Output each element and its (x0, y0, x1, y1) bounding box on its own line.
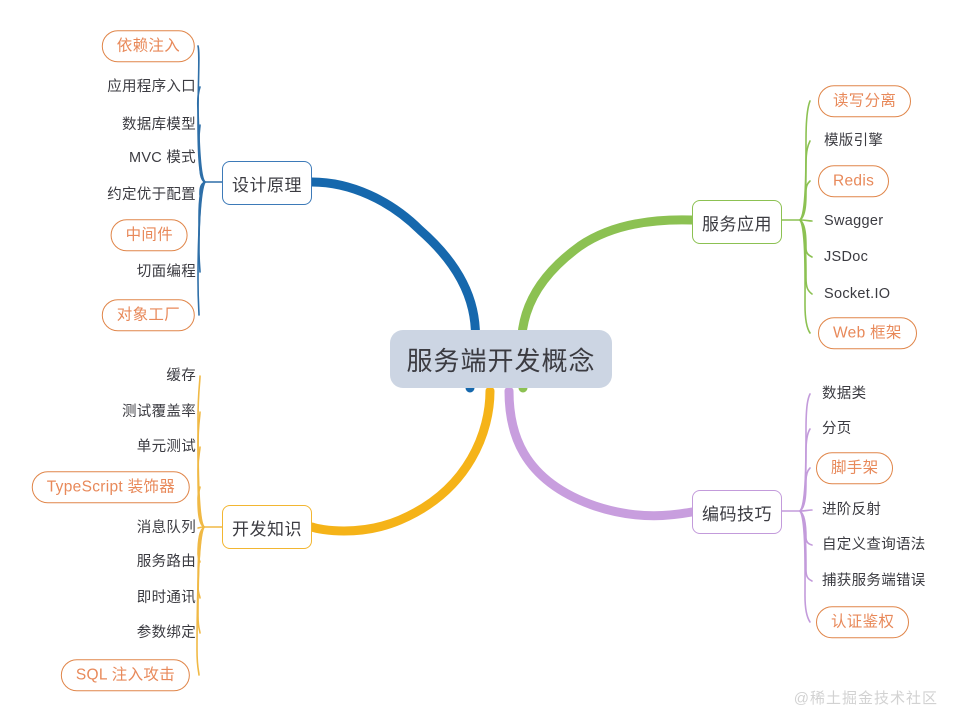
leaf-label[interactable]: 服务路由 (136, 553, 196, 570)
leaf-pill[interactable]: 依赖注入 (101, 30, 195, 62)
leaf-pill[interactable]: 读写分离 (818, 85, 912, 117)
trunk-coding-techniques (504, 386, 697, 521)
leaf-label[interactable]: 消息队列 (136, 519, 196, 536)
leaf-label[interactable]: MVC 模式 (128, 149, 196, 166)
leaf-label[interactable]: 模版引擎 (824, 132, 884, 149)
leaf-connectors-coding-techniques (779, 393, 813, 623)
leaf-label[interactable]: 切面编程 (136, 263, 196, 280)
leaf-pill[interactable]: SQL 注入攻击 (60, 659, 190, 691)
leaf-label[interactable]: 捕获服务端错误 (822, 572, 926, 589)
leaf-label[interactable]: 自定义查询语法 (822, 536, 926, 553)
leaf-pill[interactable]: Web 框架 (818, 317, 917, 349)
leaf-pill[interactable]: 对象工厂 (101, 299, 195, 331)
central-node[interactable]: 服务端开发概念 (390, 330, 612, 388)
branch-node-design-principles[interactable]: 设计原理 (222, 161, 312, 205)
leaf-pill[interactable]: 脚手架 (816, 452, 894, 484)
leaf-label[interactable]: Swagger (824, 212, 884, 229)
leaf-label[interactable]: 数据类 (822, 385, 867, 402)
leaf-connectors-design-principles (196, 45, 223, 316)
leaf-connectors-service-applications (779, 100, 813, 334)
leaf-label[interactable]: 约定优于配置 (107, 186, 196, 203)
leaf-label[interactable]: 分页 (822, 420, 852, 437)
leaf-label[interactable]: Socket.IO (824, 285, 891, 302)
leaf-label[interactable]: 参数绑定 (136, 624, 196, 641)
branch-node-coding-techniques[interactable]: 编码技巧 (692, 490, 782, 534)
branch-label: 设计原理 (232, 175, 302, 195)
branch-label: 编码技巧 (702, 504, 772, 524)
watermark: @稀土掘金技术社区 (793, 690, 938, 707)
leaf-label[interactable]: 测试覆盖率 (122, 403, 196, 420)
trunk-development-knowledge (307, 386, 495, 536)
branch-node-development-knowledge[interactable]: 开发知识 (222, 505, 312, 549)
leaf-pill[interactable]: 认证鉴权 (816, 606, 910, 638)
leaf-pill[interactable]: TypeScript 装饰器 (31, 471, 190, 503)
branch-label: 开发知识 (232, 519, 302, 539)
leaf-label[interactable]: 单元测试 (136, 438, 196, 455)
leaf-label[interactable]: 数据库模型 (122, 116, 196, 133)
leaf-label[interactable]: 进阶反射 (822, 501, 882, 518)
leaf-pill[interactable]: Redis (818, 165, 890, 197)
central-node-label: 服务端开发概念 (406, 345, 596, 376)
leaf-label[interactable]: JSDoc (824, 248, 869, 265)
branch-node-service-applications[interactable]: 服务应用 (692, 200, 782, 244)
leaf-label[interactable]: 应用程序入口 (107, 78, 196, 95)
branch-label: 服务应用 (702, 214, 772, 234)
leaf-label[interactable]: 缓存 (166, 367, 196, 384)
leaf-connectors-development-knowledge (196, 375, 223, 676)
leaf-label[interactable]: 即时通讯 (136, 589, 196, 606)
leaf-pill[interactable]: 中间件 (110, 219, 188, 251)
